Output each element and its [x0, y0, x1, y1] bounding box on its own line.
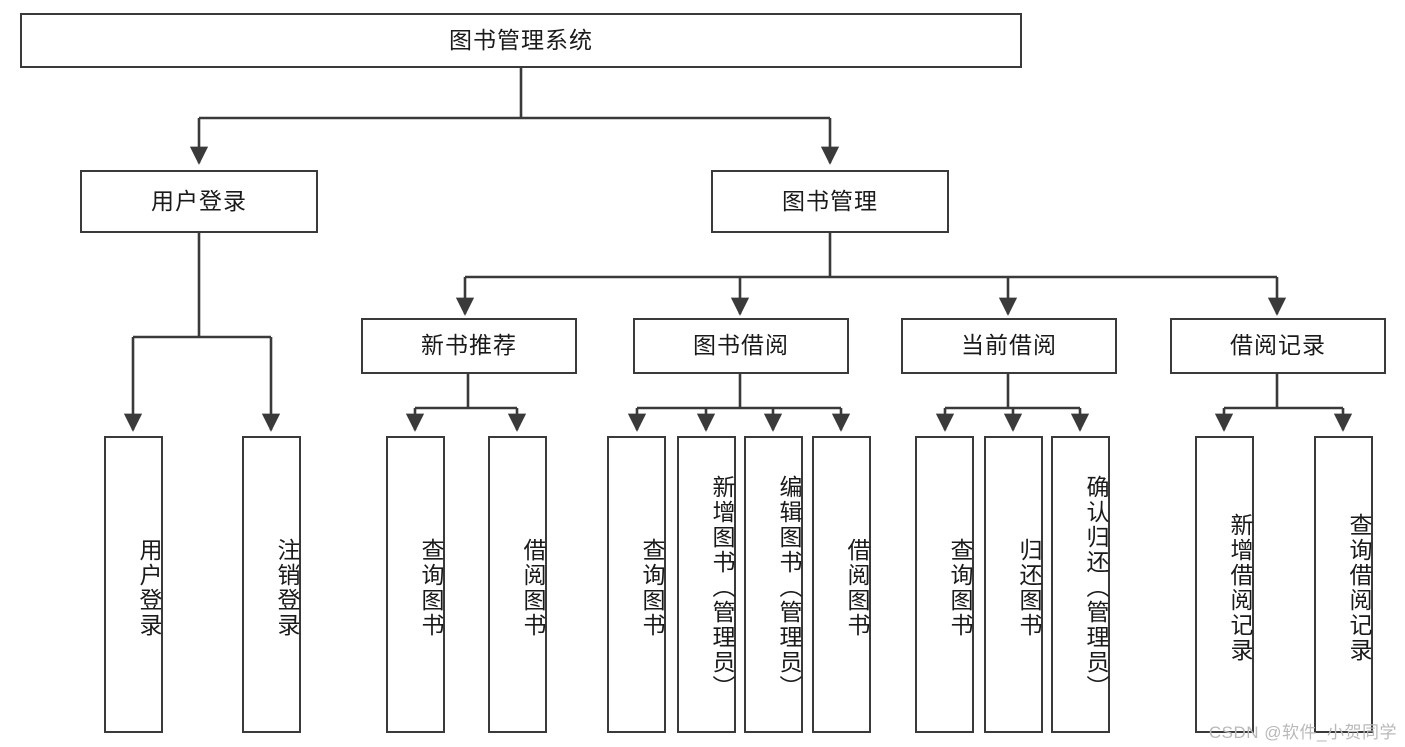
node-leaf-edit-book[interactable]: 编辑图书（管理员）: [744, 436, 803, 733]
node-leaf-user-logout-label: 注销登录: [274, 537, 300, 638]
node-leaf-query-book-3[interactable]: 查询图书: [915, 436, 974, 733]
node-borrow-record-label: 借阅记录: [1230, 332, 1326, 359]
csdn-watermark: CSDN @软件_小贺同学: [1208, 723, 1397, 742]
node-book-manage-label: 图书管理: [782, 187, 878, 214]
node-book-borrow[interactable]: 图书借阅: [633, 318, 849, 374]
node-leaf-query-record-label: 查询借阅记录: [1346, 512, 1372, 663]
node-leaf-query-book-3-label: 查询图书: [947, 537, 973, 638]
node-leaf-add-record[interactable]: 新增借阅记录: [1195, 436, 1254, 733]
node-leaf-add-book-label: 新增图书（管理员）: [709, 475, 735, 700]
node-root-system[interactable]: 图书管理系统: [20, 13, 1022, 68]
node-leaf-user-logout[interactable]: 注销登录: [242, 436, 301, 733]
node-leaf-borrow-book-2-label: 借阅图书: [844, 537, 870, 638]
node-new-book-recommend-label: 新书推荐: [421, 332, 517, 359]
node-book-manage[interactable]: 图书管理: [711, 170, 949, 233]
node-user-login[interactable]: 用户登录: [80, 170, 318, 233]
node-user-login-label: 用户登录: [151, 187, 247, 214]
node-leaf-user-login-label: 用户登录: [136, 537, 162, 638]
node-leaf-query-book-2[interactable]: 查询图书: [607, 436, 666, 733]
node-leaf-query-record[interactable]: 查询借阅记录: [1314, 436, 1373, 733]
node-leaf-query-book-1[interactable]: 查询图书: [386, 436, 445, 733]
node-book-borrow-label: 图书借阅: [693, 332, 789, 359]
node-root-label: 图书管理系统: [449, 26, 593, 53]
node-leaf-borrow-book-2[interactable]: 借阅图书: [812, 436, 871, 733]
node-current-borrow-label: 当前借阅: [961, 332, 1057, 359]
node-leaf-query-book-1-label: 查询图书: [418, 537, 444, 638]
node-leaf-add-record-label: 新增借阅记录: [1227, 512, 1253, 663]
node-new-book-recommend[interactable]: 新书推荐: [361, 318, 577, 374]
node-leaf-user-login[interactable]: 用户登录: [104, 436, 163, 733]
node-leaf-borrow-book-1[interactable]: 借阅图书: [488, 436, 547, 733]
node-borrow-record[interactable]: 借阅记录: [1170, 318, 1386, 374]
node-leaf-confirm-return-label: 确认归还（管理员）: [1083, 475, 1109, 700]
node-leaf-query-book-2-label: 查询图书: [639, 537, 665, 638]
node-leaf-return-book-label: 归还图书: [1016, 537, 1042, 638]
node-leaf-return-book[interactable]: 归还图书: [984, 436, 1043, 733]
node-leaf-confirm-return[interactable]: 确认归还（管理员）: [1051, 436, 1110, 733]
node-leaf-add-book[interactable]: 新增图书（管理员）: [677, 436, 736, 733]
node-leaf-borrow-book-1-label: 借阅图书: [520, 537, 546, 638]
node-leaf-edit-book-label: 编辑图书（管理员）: [776, 475, 802, 700]
node-current-borrow[interactable]: 当前借阅: [901, 318, 1117, 374]
